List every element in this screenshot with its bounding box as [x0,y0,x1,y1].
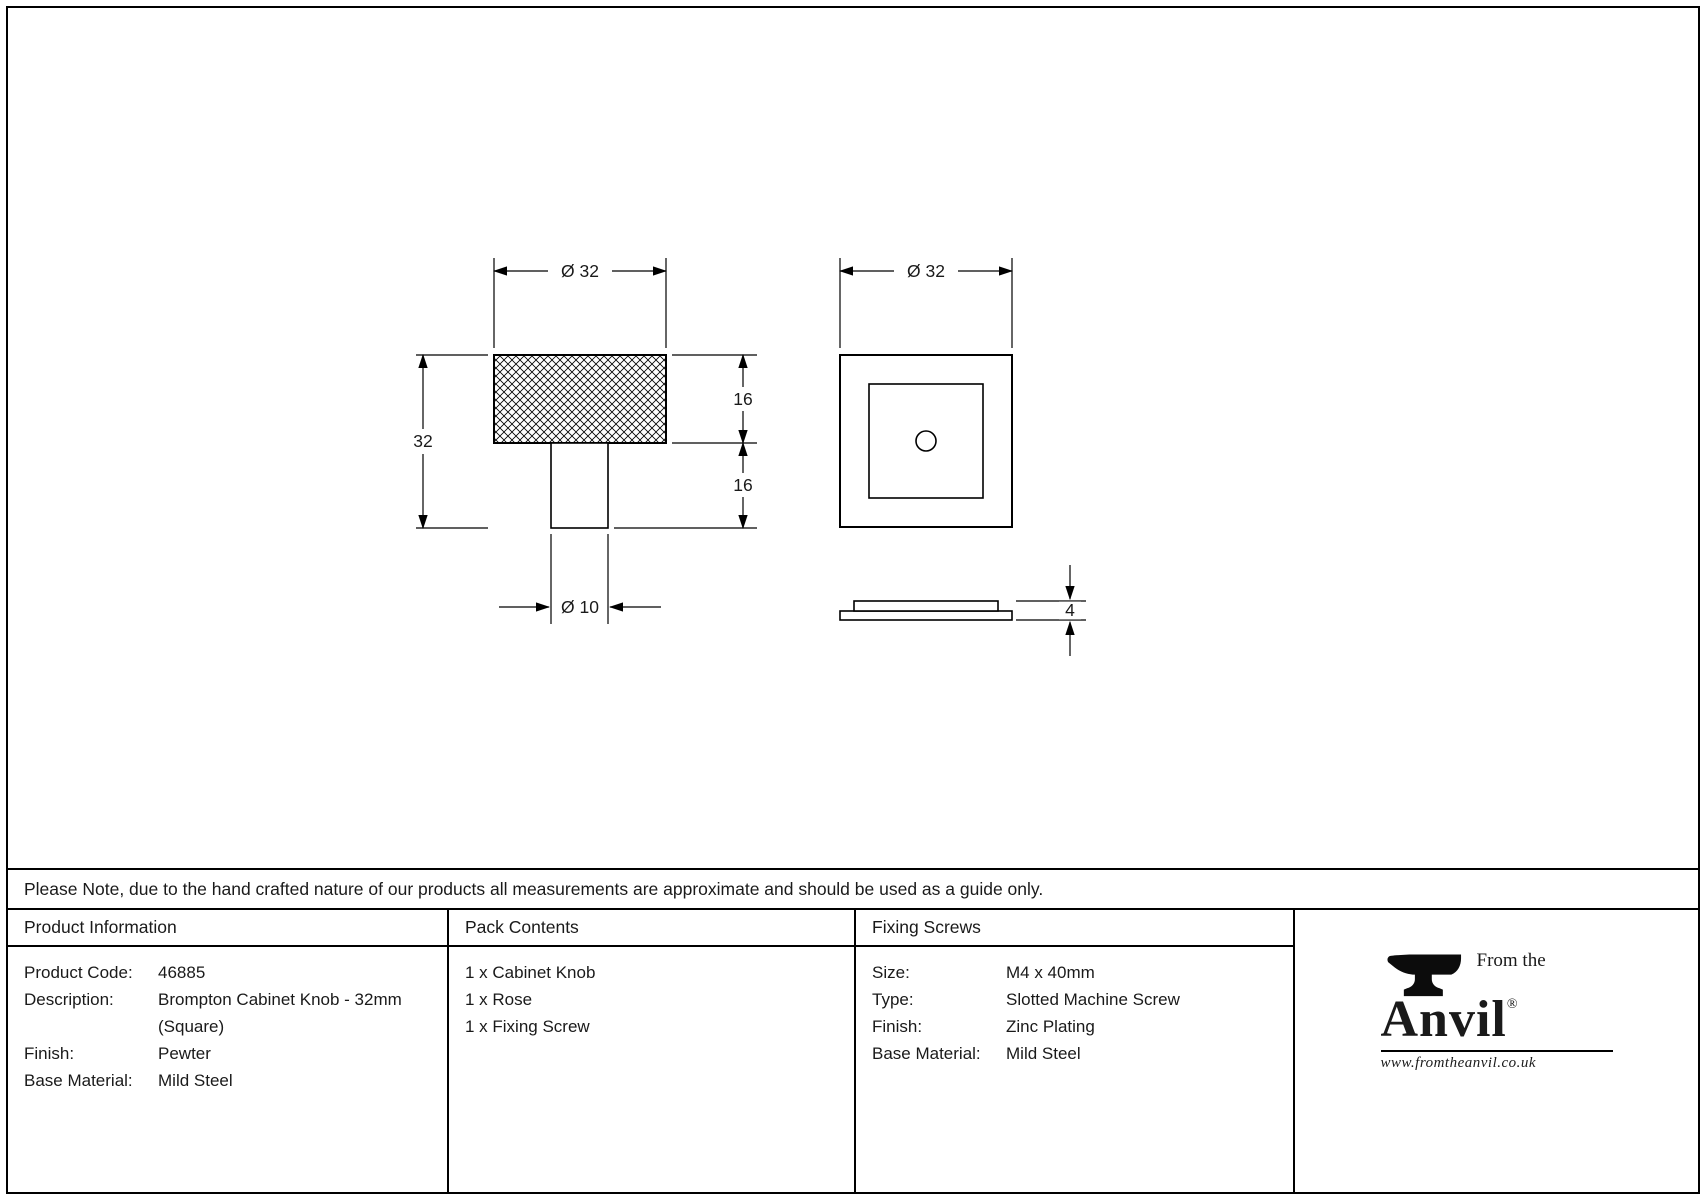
spec-row: Base Material: Mild Steel [872,1044,1081,1063]
logo-brand: Anvil® [1381,994,1613,1046]
pack-item: 1 x Rose [465,990,533,1009]
product-information-header: Product Information [8,910,449,947]
dimension-label: 16 [733,475,752,495]
spec-table: Product Information Pack Contents Fixing… [8,910,1698,1192]
spec-row: Type: Slotted Machine Screw [872,990,1180,1009]
spec-row: Description: Brompton Cabinet Knob - 32m… [24,990,402,1036]
product-information-body: Product Code: 46885 Description: Brompto… [8,947,449,1192]
dimension-label: 32 [413,431,432,451]
rose-base-plate [839,610,1013,621]
dimension-rose-thickness: 4 [1016,565,1086,656]
measurement-note-text: Please Note, due to the hand crafted nat… [24,878,1044,899]
brand-logo: From the Anvil® www.fromtheanvil.co.uk [1380,948,1613,1192]
rose-raised-plate [853,600,999,612]
pack-item: 1 x Cabinet Knob [465,963,596,982]
logo-divider [1380,1050,1613,1052]
logo-brand-text: Anvil [1380,991,1507,1048]
knob-front-view [839,354,1013,528]
dimension-stem-diameter: Ø 10 [499,534,661,624]
dimension-knob-diameter: Ø 32 [492,258,668,348]
fixing-screws-header: Fixing Screws [856,910,1295,947]
pack-item: 1 x Fixing Screw [465,1017,590,1036]
dimension-head-and-stem: 16 16 [614,353,759,530]
spec-row: Product Code: 46885 [24,963,206,982]
knob-head-knurled [493,354,667,444]
knob-stem [550,442,609,529]
dimension-label: Ø 32 [561,261,599,281]
fixing-hole [915,430,937,452]
technical-drawing-area: Ø 32 32 16 16 [8,8,1698,868]
logo-tagline: From the [1476,950,1546,971]
registered-trademark: ® [1506,997,1518,1012]
spec-row: Base Material: Mild Steel [24,1071,233,1090]
measurement-note: Please Note, due to the hand crafted nat… [8,868,1698,910]
brand-logo-cell: From the Anvil® www.fromtheanvil.co.uk [1295,910,1698,1192]
logo-website: www.fromtheanvil.co.uk [1380,1055,1537,1071]
dimension-label: Ø 32 [907,261,945,281]
knob-side-view [493,354,667,529]
anvil-icon [1386,954,1461,997]
rose-profile-view [839,600,1013,621]
technical-drawing: Ø 32 32 16 16 [405,258,1086,656]
dimension-label: 16 [733,389,752,409]
dimension-rose-diameter: Ø 32 [838,258,1014,348]
spec-row: Finish: Zinc Plating [872,1017,1095,1036]
dimension-label: 4 [1065,600,1075,620]
spec-row: Size: M4 x 40mm [872,963,1095,982]
page-border-frame: Ø 32 32 16 16 [6,6,1700,1194]
pack-contents-header: Pack Contents [449,910,856,947]
pack-contents-body: 1 x Cabinet Knob 1 x Rose 1 x Fixing Scr… [449,947,856,1192]
fixing-screws-body: Size: M4 x 40mm Type: Slotted Machine Sc… [856,947,1295,1192]
dimension-knob-height: 32 [405,353,488,530]
spec-row: Finish: Pewter [24,1044,211,1063]
dimension-label: Ø 10 [561,597,599,617]
